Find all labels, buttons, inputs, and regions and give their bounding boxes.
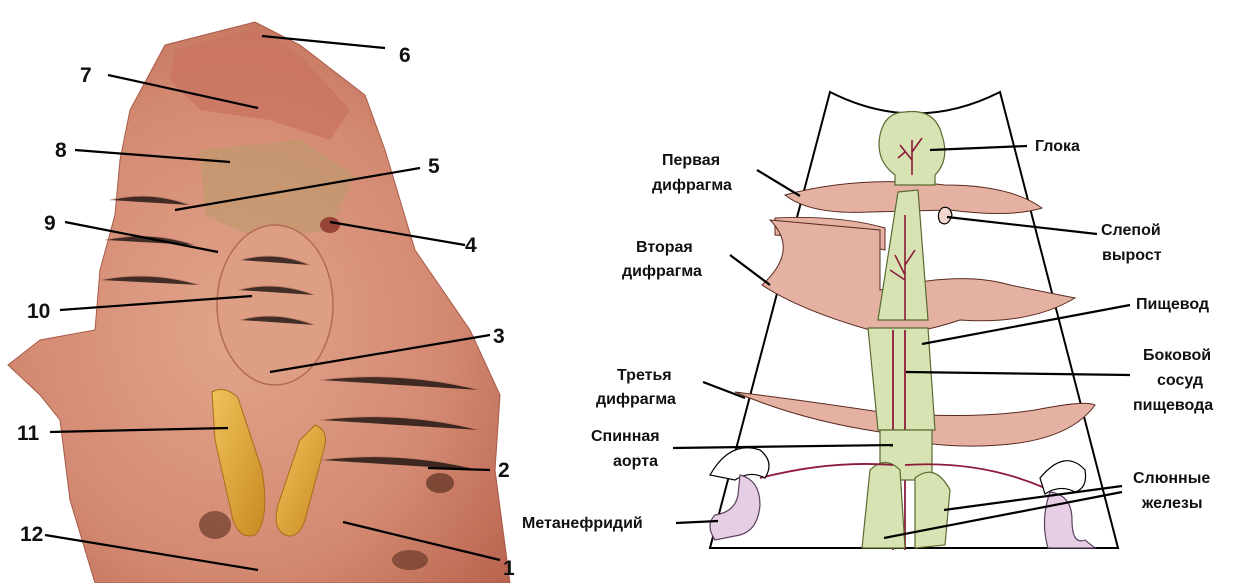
label-lateral-vessel-line2: сосуд (1157, 372, 1203, 389)
label-third-diaphragm-line1: Третья (617, 367, 672, 384)
dark-spot-bottom-right (392, 550, 428, 570)
dark-spot-4 (320, 217, 340, 233)
label-second-diaphragm-line2: дифрагма (622, 263, 702, 280)
photo-number-6: 6 (399, 44, 411, 67)
label-esophagus: Пищевод (1136, 296, 1209, 313)
label-metanephridium: Метанефридий (522, 515, 643, 532)
dark-spot-bottom (199, 511, 231, 539)
photo-number-12: 12 (20, 523, 43, 546)
label-third-diaphragm-line2: дифрагма (596, 391, 676, 408)
dissection-photo: 6 7 8 5 4 9 10 3 11 2 12 1 (8, 22, 515, 583)
label-dorsal-aorta-line1: Спинная (591, 428, 660, 445)
photo-number-7: 7 (80, 64, 92, 87)
label-blind-outgrowth-line1: Слепой (1101, 222, 1161, 239)
label-gloka: Глока (1035, 138, 1080, 155)
photo-number-8: 8 (55, 139, 67, 162)
photo-number-1: 1 (503, 557, 515, 580)
label-blind-outgrowth-line2: вырост (1102, 247, 1162, 264)
label-first-diaphragm-line2: дифрагма (652, 177, 732, 194)
label-salivary-glands-line1: Слюнные (1133, 470, 1210, 487)
photo-number-11: 11 (17, 422, 40, 445)
photo-number-4: 4 (465, 234, 477, 257)
photo-number-3: 3 (493, 325, 505, 348)
label-salivary-glands-line2: железы (1141, 495, 1203, 512)
photo-number-5: 5 (428, 155, 440, 178)
dark-spot-2 (426, 473, 454, 493)
label-lateral-vessel-line3: пищевода (1133, 397, 1213, 414)
photo-number-9: 9 (44, 212, 56, 235)
schematic-diagram: Глока Первая дифрагма Слепой вырост Втор… (522, 92, 1213, 550)
crop-organ (217, 225, 333, 385)
photo-number-2: 2 (498, 459, 510, 482)
label-lateral-vessel-line1: Боковой (1143, 347, 1211, 364)
label-second-diaphragm-line1: Вторая (636, 239, 693, 256)
photo-number-10: 10 (27, 300, 50, 323)
label-dorsal-aorta-line2: аорта (613, 453, 658, 470)
label-first-diaphragm-line1: Первая (662, 152, 720, 169)
